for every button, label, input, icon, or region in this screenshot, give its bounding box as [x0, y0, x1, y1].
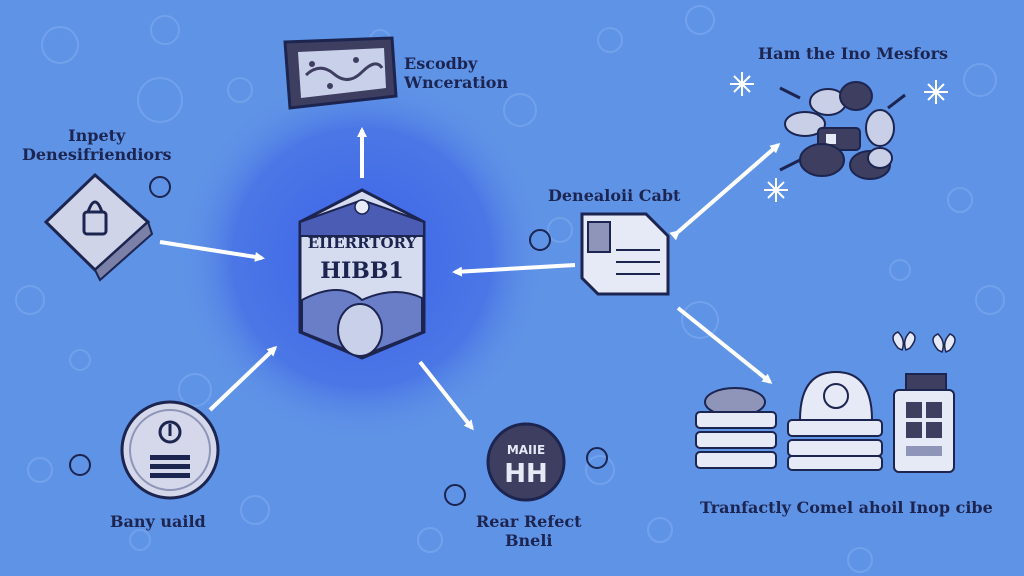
label-top-right: Ham the Ino Mesfors: [758, 44, 949, 63]
arrow-center-to-bottom-mid: [418, 360, 474, 431]
badge-main-text: HH: [504, 459, 548, 489]
wave-icon: [304, 62, 384, 81]
top-node[interactable]: [283, 36, 398, 110]
document-thumb-icon: [587, 221, 611, 253]
sparkle-icons: [730, 72, 948, 202]
label-bottom-left: Bany uaild: [110, 512, 206, 531]
center-gem-icon: [354, 199, 370, 215]
center-title-line1: EIIERRTORY: [308, 234, 417, 252]
center-node[interactable]: EIIERRTORY HIBB1: [298, 188, 426, 360]
arrow-document-to-center: [452, 263, 576, 277]
mid-right-node[interactable]: [580, 212, 670, 296]
top-right-node[interactable]: [779, 81, 906, 180]
badge-top-text: MAIIE: [507, 443, 545, 457]
figure-icon: [337, 303, 383, 357]
arrow-bottom-left-to-center: [208, 345, 278, 412]
dome-device-icon: [798, 370, 874, 421]
label-bottom-right: Tranfactly Comel ahoil Inop cibe: [700, 498, 993, 517]
wing-icons: [892, 331, 956, 354]
label-bottom-mid: Rear Refect Bneli: [476, 512, 582, 550]
connector-arrows: [159, 127, 781, 431]
lock-icon: [82, 210, 108, 236]
label-top: Escodby Wnceration: [404, 54, 509, 92]
bottom-left-node[interactable]: [120, 400, 220, 500]
left-node[interactable]: [43, 172, 154, 282]
center-title-line2: HIBB1: [320, 258, 404, 284]
arrow-document-to-devices: [676, 306, 773, 384]
small-circle-icons: [69, 176, 608, 506]
label-mid-right: Denealoii Cabt: [548, 186, 681, 205]
arrow-document-to-cluster: [669, 143, 781, 241]
label-left: Inpety Denesifriendiors: [22, 126, 172, 164]
arrow-left-to-center: [159, 240, 265, 262]
bottom-right-node[interactable]: [695, 370, 955, 473]
cabinet-device-icon: [893, 389, 955, 473]
power-icon: [158, 420, 182, 444]
bottom-mid-node[interactable]: MAIIE HH: [486, 422, 566, 502]
